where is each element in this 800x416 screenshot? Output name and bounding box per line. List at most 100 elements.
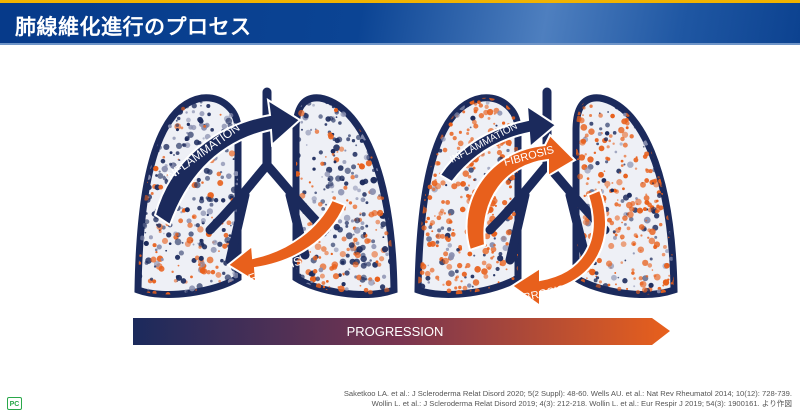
fibrosis-dot bbox=[357, 163, 360, 166]
fibrosis-dot bbox=[199, 267, 206, 274]
fibrosis-dot bbox=[446, 105, 451, 110]
inflammation-dot bbox=[358, 290, 363, 295]
fibrosis-dot bbox=[578, 117, 585, 124]
fibrosis-dot bbox=[456, 291, 460, 295]
fibrosis-dot bbox=[320, 161, 325, 166]
inflammation-dot bbox=[344, 270, 350, 276]
fibrosis-dot bbox=[206, 256, 214, 264]
fibrosis-dot bbox=[490, 256, 494, 260]
inflammation-dot bbox=[172, 94, 175, 97]
fibrosis-dot bbox=[642, 259, 649, 266]
inflammation-dot bbox=[202, 137, 205, 140]
fibrosis-dot bbox=[622, 142, 628, 148]
fibrosis-dot bbox=[434, 215, 436, 217]
inflammation-dot bbox=[175, 151, 180, 156]
fibrosis-dot bbox=[450, 97, 455, 99]
citation-line-1: Saketkoo LA. et al.: J Scleroderma Relat… bbox=[343, 389, 792, 398]
fibrosis-dot bbox=[508, 144, 511, 147]
inflammation-dot bbox=[656, 289, 661, 294]
fibrosis-dot bbox=[643, 195, 650, 201]
fibrosis-dot bbox=[209, 295, 213, 299]
inflammation-dot bbox=[303, 113, 309, 119]
inflammation-dot bbox=[448, 270, 455, 277]
inflammation-dot bbox=[342, 112, 347, 117]
inflammation-dot bbox=[372, 168, 376, 172]
inflammation-dot bbox=[352, 185, 358, 191]
fibrosis-dot bbox=[494, 204, 497, 207]
fibrosis-dot bbox=[436, 153, 439, 156]
inflammation-dot bbox=[300, 120, 304, 124]
pc-logo: PC bbox=[7, 397, 22, 410]
fibrosis-dot bbox=[158, 230, 162, 234]
fibrosis-dot bbox=[617, 203, 622, 207]
inflammation-dot bbox=[138, 171, 140, 175]
fibrosis-dot bbox=[419, 270, 425, 275]
fibrosis-dot bbox=[473, 123, 479, 129]
inflammation-dot bbox=[495, 266, 500, 271]
inflammation-dot bbox=[379, 284, 386, 290]
fibrosis-dot bbox=[467, 175, 472, 179]
fibrosis-dot bbox=[608, 139, 611, 143]
fibrosis-dot bbox=[497, 281, 500, 284]
inflammation-dot bbox=[235, 182, 238, 186]
inflammation-dot bbox=[197, 116, 203, 123]
fibrosis-dot bbox=[612, 142, 615, 145]
fibrosis-dot bbox=[431, 120, 434, 124]
fibrosis-dot bbox=[389, 299, 392, 302]
fibrosis-dot bbox=[509, 174, 516, 181]
fibrosis-dot bbox=[608, 134, 613, 138]
fibrosis-dot bbox=[444, 236, 449, 241]
fibrosis-dot bbox=[459, 206, 466, 213]
fibrosis-dot bbox=[640, 104, 643, 107]
fibrosis-dot bbox=[606, 157, 611, 161]
inflammation-dot bbox=[355, 144, 358, 147]
inflammation-dot bbox=[360, 252, 366, 258]
fibrosis-dot bbox=[668, 150, 674, 157]
fibrosis-dot bbox=[668, 150, 672, 155]
inflammation-dot bbox=[652, 167, 658, 173]
fibrosis-dot bbox=[367, 289, 373, 295]
fibrosis-dot bbox=[350, 174, 355, 180]
fibrosis-dot bbox=[487, 116, 491, 120]
inflammation-dot bbox=[210, 246, 217, 253]
fibrosis-dot bbox=[216, 171, 222, 177]
fibrosis-dot bbox=[435, 275, 440, 280]
inflammation-dot bbox=[179, 97, 182, 100]
inflammation-dot bbox=[390, 186, 394, 190]
inflammation-dot bbox=[206, 169, 213, 175]
inflammation-dot bbox=[138, 130, 143, 136]
inflammation-dot bbox=[169, 162, 173, 166]
inflammation-dot bbox=[392, 278, 394, 281]
inflammation-dot bbox=[331, 190, 334, 194]
inflammation-dot bbox=[168, 242, 172, 245]
fibrosis-dot bbox=[368, 214, 371, 216]
inflammation-dot bbox=[362, 192, 367, 197]
inflammation-dot bbox=[182, 143, 187, 148]
fibrosis-dot bbox=[516, 265, 518, 271]
inflammation-dot bbox=[200, 210, 207, 217]
inflammation-dot bbox=[184, 137, 189, 142]
fibrosis-dot bbox=[418, 162, 425, 169]
fibrosis-dot bbox=[133, 200, 137, 204]
inflammation-dot bbox=[333, 247, 339, 253]
inflammation-dot bbox=[138, 142, 142, 148]
inflammation-dot bbox=[305, 129, 312, 136]
fibrosis-dot bbox=[653, 181, 660, 188]
inflammation-dot bbox=[380, 125, 385, 131]
fibrosis-dot bbox=[418, 129, 421, 134]
inflammation-dot bbox=[345, 224, 349, 228]
inflammation-dot bbox=[657, 121, 661, 125]
inflammation-dot bbox=[353, 226, 361, 234]
inflammation-dot bbox=[163, 232, 165, 235]
fibrosis-dot bbox=[668, 167, 671, 169]
fibrosis-dot bbox=[598, 171, 604, 178]
fibrosis-dot bbox=[675, 217, 679, 221]
inflammation-dot bbox=[339, 175, 345, 182]
fibrosis-dot bbox=[619, 234, 625, 240]
inflammation-dot bbox=[355, 197, 359, 201]
inflammation-dot bbox=[441, 136, 446, 142]
inflammation-dot bbox=[605, 160, 609, 164]
fibrosis-dot bbox=[427, 195, 433, 200]
inflammation-dot bbox=[346, 137, 351, 142]
inflammation-dot bbox=[373, 139, 380, 146]
